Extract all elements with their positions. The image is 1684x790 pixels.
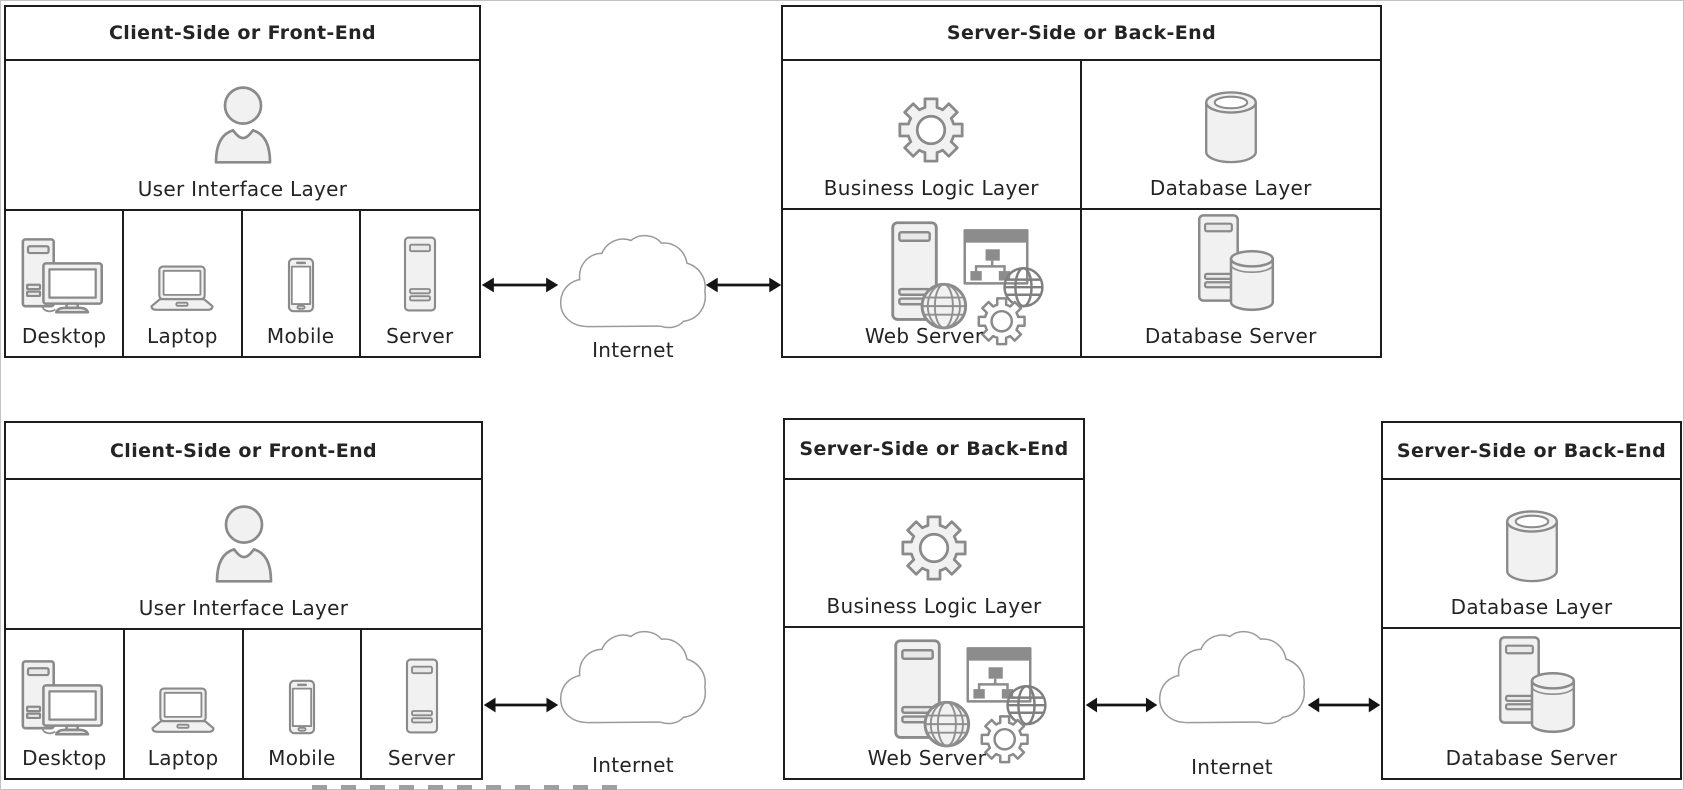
cut-off-text-fragment bbox=[312, 785, 630, 790]
device-label-server: Server bbox=[387, 746, 456, 770]
double-arrow-icon bbox=[705, 273, 782, 297]
bottom-client-box: Client-Side or Front-End User Interface … bbox=[4, 421, 483, 780]
business-logic-cell: Business Logic Layer bbox=[785, 480, 1083, 628]
database-server-cell: Database Server bbox=[1082, 210, 1381, 356]
desktop-icon bbox=[16, 235, 112, 314]
device-label-laptop: Laptop bbox=[147, 324, 218, 348]
database-server-label: Database Server bbox=[1445, 746, 1618, 770]
ui-layer-label: User Interface Layer bbox=[137, 177, 348, 201]
device-row: Desktop Laptop Mobile Server bbox=[6, 211, 479, 356]
business-logic-label: Business Logic Layer bbox=[826, 594, 1042, 618]
cloud-icon bbox=[554, 234, 710, 338]
cloud-icon bbox=[1153, 630, 1309, 734]
business-logic-label: Business Logic Layer bbox=[823, 176, 1039, 200]
mobile-icon bbox=[284, 256, 318, 314]
double-arrow-icon bbox=[1085, 693, 1158, 717]
device-label-mobile: Mobile bbox=[266, 324, 335, 348]
internet-label: Internet bbox=[592, 338, 674, 362]
device-label-server: Server bbox=[386, 324, 454, 348]
laptop-icon bbox=[142, 263, 222, 314]
bottom-database-box: Server-Side or Back-End Database Layer D… bbox=[1381, 421, 1682, 780]
device-cell-mobile: Mobile bbox=[244, 630, 363, 778]
bottom-app-server-box: Server-Side or Back-End Business Logic L… bbox=[783, 418, 1085, 780]
device-cell-desktop: Desktop bbox=[6, 630, 125, 778]
device-cell-laptop: Laptop bbox=[124, 211, 243, 356]
top-client-box: Client-Side or Front-End User Interface … bbox=[4, 5, 481, 358]
server-box-title: Server-Side or Back-End bbox=[785, 420, 1083, 480]
device-cell-laptop: Laptop bbox=[125, 630, 244, 778]
web-server-label: Web Server bbox=[864, 324, 984, 348]
user-interface-layer-cell: User Interface Layer bbox=[6, 480, 481, 630]
device-label-desktop: Desktop bbox=[21, 324, 107, 348]
device-row: Desktop Laptop Mobile Server bbox=[6, 630, 481, 778]
double-arrow-icon bbox=[483, 693, 559, 717]
device-cell-server: Server bbox=[361, 211, 479, 356]
device-label-desktop: Desktop bbox=[22, 746, 107, 770]
server-box-title: Server-Side or Back-End bbox=[1383, 423, 1680, 480]
double-arrow-icon bbox=[1307, 693, 1381, 717]
device-label-laptop: Laptop bbox=[147, 746, 219, 770]
ui-layer-label: User Interface Layer bbox=[138, 596, 349, 620]
database-icon bbox=[1200, 87, 1262, 166]
web-server-cell: Web Server bbox=[783, 210, 1082, 356]
cloud-icon bbox=[554, 630, 710, 734]
database-server-icon bbox=[1485, 634, 1579, 736]
database-server-icon bbox=[1184, 212, 1278, 314]
device-label-mobile: Mobile bbox=[268, 746, 336, 770]
database-layer-cell: Database Layer bbox=[1383, 480, 1680, 629]
user-icon bbox=[207, 83, 279, 166]
user-icon bbox=[208, 502, 280, 585]
database-server-label: Database Server bbox=[1144, 324, 1317, 348]
database-layer-label: Database Layer bbox=[1450, 595, 1613, 619]
server-tower-icon bbox=[400, 234, 440, 314]
desktop-icon bbox=[16, 657, 112, 736]
device-cell-desktop: Desktop bbox=[6, 211, 125, 356]
server-tower-icon bbox=[402, 656, 442, 736]
database-server-cell: Database Server bbox=[1383, 629, 1680, 778]
laptop-icon bbox=[143, 685, 223, 736]
web-server-cell: Web Server bbox=[785, 628, 1083, 778]
gear-icon bbox=[895, 94, 967, 166]
server-box-title: Server-Side or Back-End bbox=[783, 7, 1380, 61]
internet-label: Internet bbox=[592, 753, 674, 777]
web-server-label: Web Server bbox=[867, 746, 987, 770]
database-layer-cell: Database Layer bbox=[1081, 61, 1380, 210]
device-cell-server: Server bbox=[362, 630, 481, 778]
business-logic-cell: Business Logic Layer bbox=[783, 61, 1082, 210]
top-server-box: Server-Side or Back-End Business Logic L… bbox=[781, 5, 1382, 358]
mobile-icon bbox=[285, 678, 319, 736]
double-arrow-icon bbox=[481, 273, 559, 297]
device-cell-mobile: Mobile bbox=[243, 211, 361, 356]
database-icon bbox=[1501, 506, 1563, 585]
client-box-title: Client-Side or Front-End bbox=[6, 7, 479, 61]
user-interface-layer-cell: User Interface Layer bbox=[6, 61, 479, 211]
gear-icon bbox=[898, 512, 970, 584]
client-box-title: Client-Side or Front-End bbox=[6, 423, 481, 480]
internet-label: Internet bbox=[1191, 755, 1273, 779]
database-layer-label: Database Layer bbox=[1149, 176, 1312, 200]
